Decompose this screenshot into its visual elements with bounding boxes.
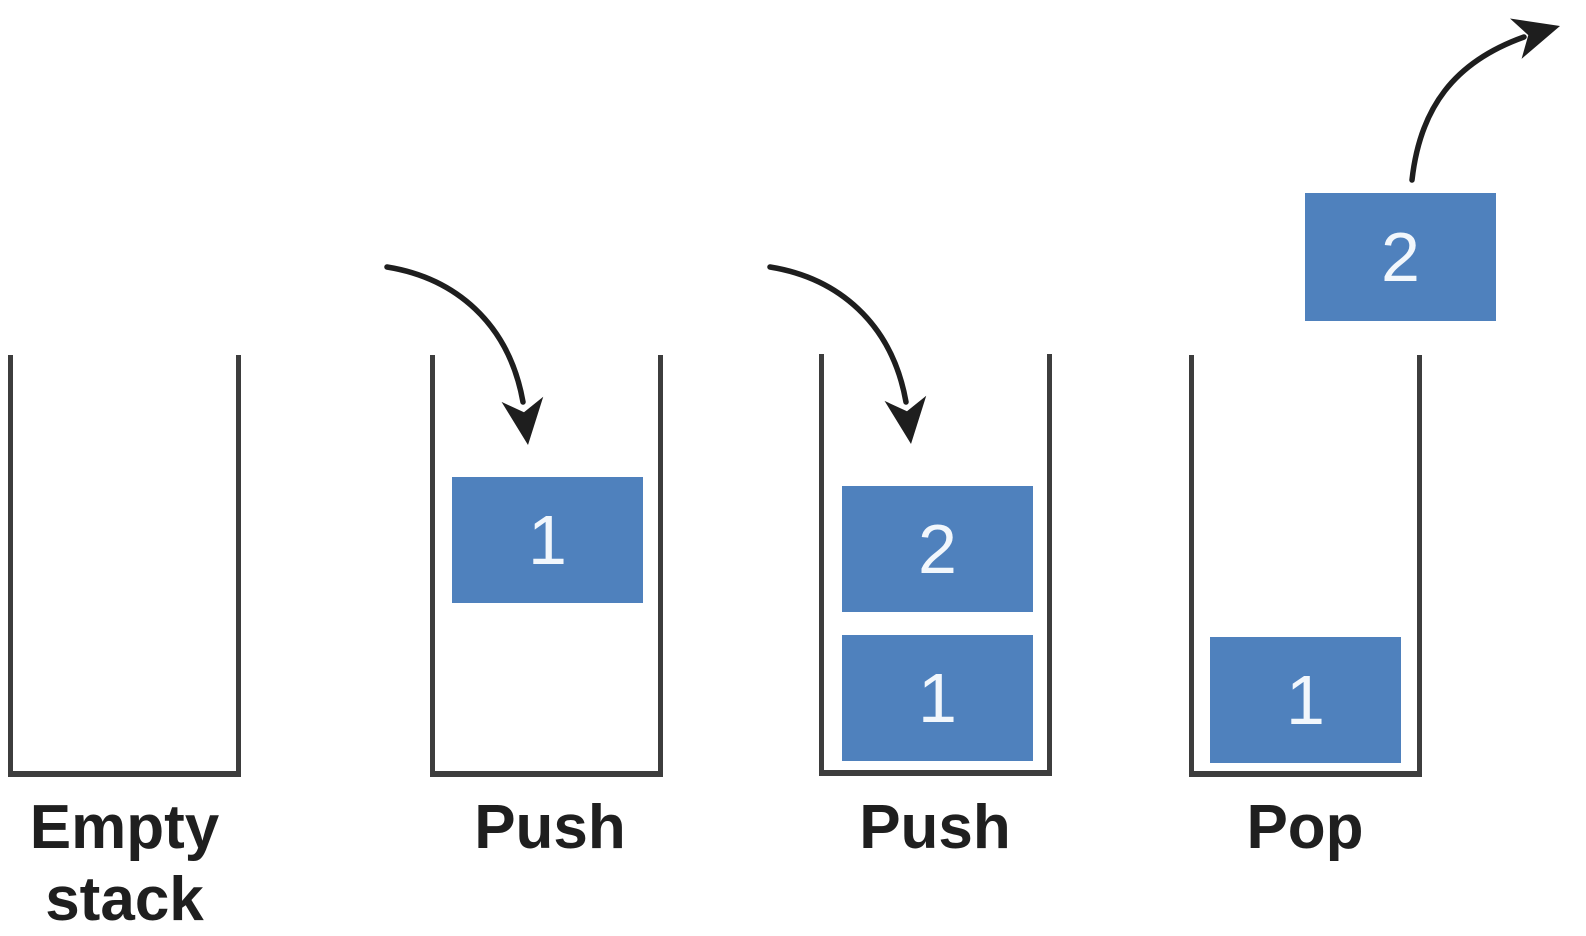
popped-item-box: 2 bbox=[1305, 193, 1496, 321]
stack-item-box: 1 bbox=[842, 635, 1033, 761]
stage-label-empty-stack: Empty stack bbox=[29, 793, 220, 934]
stage-label-push-2: Push bbox=[859, 793, 1011, 862]
stage-label-push-1: Push bbox=[474, 793, 626, 862]
stack-well-push-1 bbox=[430, 355, 663, 777]
stack-item-box: 2 bbox=[842, 486, 1033, 612]
stack-item-box: 1 bbox=[452, 477, 643, 603]
stack-well-push-2 bbox=[819, 354, 1052, 776]
stack-item-box: 1 bbox=[1210, 637, 1401, 763]
stack-well-pop bbox=[1189, 355, 1422, 777]
stack-well-empty bbox=[8, 355, 241, 777]
pop-arrow-icon bbox=[1409, 18, 1560, 183]
stage-label-pop: Pop bbox=[1246, 793, 1364, 862]
